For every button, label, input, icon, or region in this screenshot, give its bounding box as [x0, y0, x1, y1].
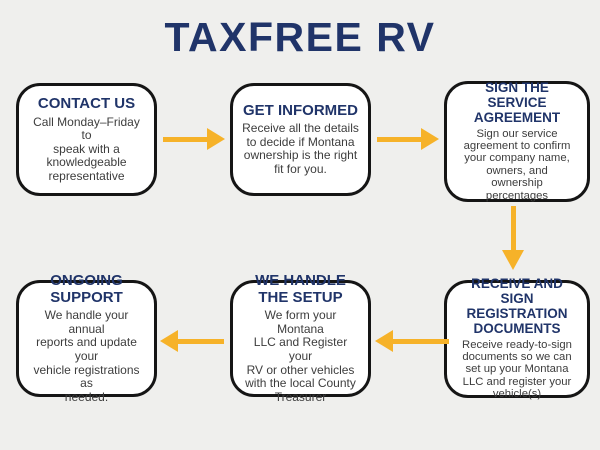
arrow-shaft	[163, 137, 209, 142]
flow-arrow-left-icon	[375, 330, 449, 352]
flow-arrow-right-icon	[377, 128, 439, 150]
page-title: TAXFREE RV	[164, 14, 436, 60]
step-body: Call Monday–Friday to speak with a knowl…	[33, 114, 140, 183]
arrow-head	[502, 250, 524, 270]
arrow-head	[207, 128, 225, 150]
step-heading: CONTACT US	[37, 94, 136, 112]
step-box-get-informed: GET INFORMED Receive all the details to …	[230, 83, 371, 196]
flow-arrow-down-icon	[502, 206, 524, 270]
step-heading: GET INFORMED	[243, 101, 358, 119]
step-box-sign-the-service-agreement: SIGN THE SERVICE AGREEMENT Sign our serv…	[444, 79, 590, 202]
arrow-shaft	[176, 339, 224, 344]
flow-arrow-right-icon	[163, 128, 225, 150]
arrow-shaft	[391, 339, 449, 344]
step-body: Sign our service agreement to confirm yo…	[463, 127, 571, 202]
step-body: Receive all the details to decide if Mon…	[242, 121, 359, 176]
step-heading: RECEIVE AND SIGN REGISTRATION DOCUMENTS	[466, 276, 568, 336]
arrow-head	[421, 128, 439, 150]
step-box-receive-and-sign-registration-documents: RECEIVE AND SIGN REGISTRATION DOCUMENTS …	[444, 276, 590, 401]
arrow-head	[375, 330, 393, 352]
step-body: Receive ready-to-sign documents so we ca…	[462, 338, 572, 401]
step-heading: SIGN THE SERVICE AGREEMENT	[473, 79, 561, 125]
step-heading: ONGOING SUPPORT	[50, 271, 123, 306]
arrow-shaft	[377, 137, 423, 142]
step-box-we-handle-the-setup: WE HANDLE THE SETUP We form your Montana…	[230, 272, 371, 403]
step-box-ongoing-support: ONGOING SUPPORT We handle your annual re…	[16, 272, 157, 403]
arrow-shaft	[511, 206, 516, 252]
flow-arrow-left-icon	[160, 330, 224, 352]
step-box-contact-us: CONTACT US Call Monday–Friday to speak w…	[16, 83, 157, 196]
step-body: We handle your annual reports and update…	[33, 308, 140, 404]
arrow-head	[160, 330, 178, 352]
step-body: We form your Montana LLC and Register yo…	[245, 308, 356, 404]
step-heading: WE HANDLE THE SETUP	[255, 271, 346, 306]
